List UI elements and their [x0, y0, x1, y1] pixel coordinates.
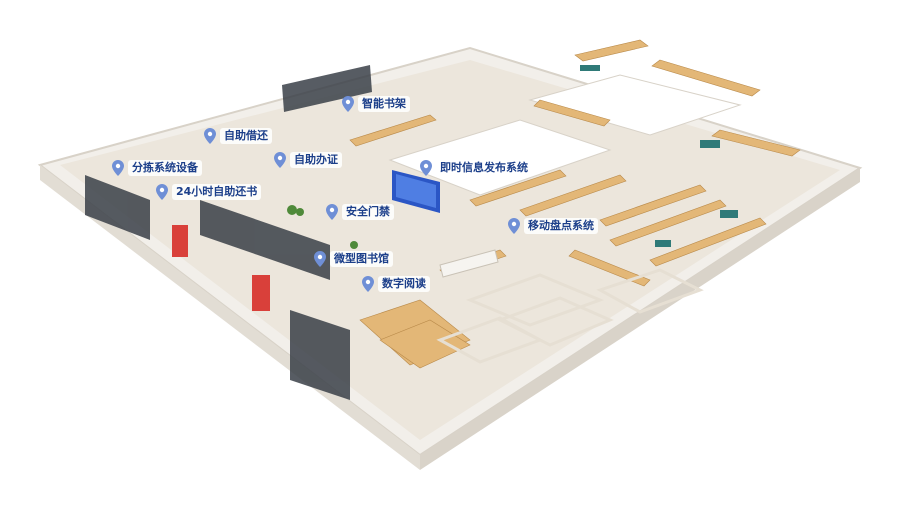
- location-pin-icon: [326, 204, 338, 220]
- location-pin-icon: [274, 152, 286, 168]
- building-shell: [37, 46, 863, 470]
- location-pin-icon: [508, 218, 520, 234]
- location-pin-icon: [204, 128, 216, 144]
- label-micro-library[interactable]: 微型图书馆: [314, 251, 393, 267]
- reception-desk: [439, 249, 499, 278]
- location-pin-icon: [156, 184, 168, 200]
- label-self-card[interactable]: 自助办证: [274, 152, 342, 168]
- label-text: 24小时自助还书: [172, 184, 262, 200]
- label-smart-shelf[interactable]: 智能书架: [342, 96, 410, 112]
- location-pin-icon: [362, 276, 374, 292]
- label-self-borrow[interactable]: 自助借还: [204, 128, 272, 144]
- label-text: 即时信息发布系统: [436, 160, 532, 176]
- info-screen: [392, 170, 440, 213]
- label-text: 移动盘点系统: [524, 218, 598, 234]
- label-inventory[interactable]: 移动盘点系统: [508, 218, 598, 234]
- label-digital-reading[interactable]: 数字阅读: [362, 276, 430, 292]
- label-text: 自助办证: [290, 152, 342, 168]
- label-security-gate[interactable]: 安全门禁: [326, 204, 394, 220]
- label-sorting[interactable]: 分拣系统设备: [112, 160, 202, 176]
- label-text: 微型图书馆: [330, 251, 393, 267]
- location-pin-icon: [420, 160, 432, 176]
- seating: [580, 65, 738, 247]
- location-pin-icon: [112, 160, 124, 176]
- label-info-release[interactable]: 即时信息发布系统: [420, 160, 532, 176]
- label-text: 数字阅读: [378, 276, 430, 292]
- kiosks: [172, 225, 270, 311]
- location-pin-icon: [342, 96, 354, 112]
- label-text: 安全门禁: [342, 204, 394, 220]
- location-pin-icon: [314, 251, 326, 267]
- rooms: [436, 268, 704, 364]
- plants: [287, 205, 358, 249]
- shelving: [349, 39, 801, 369]
- label-text: 智能书架: [358, 96, 410, 112]
- glass-walls: [85, 65, 372, 400]
- label-return-24h[interactable]: 24小时自助还书: [156, 184, 262, 200]
- label-text: 分拣系统设备: [128, 160, 202, 176]
- atrium: [388, 74, 742, 196]
- label-text: 自助借还: [220, 128, 272, 144]
